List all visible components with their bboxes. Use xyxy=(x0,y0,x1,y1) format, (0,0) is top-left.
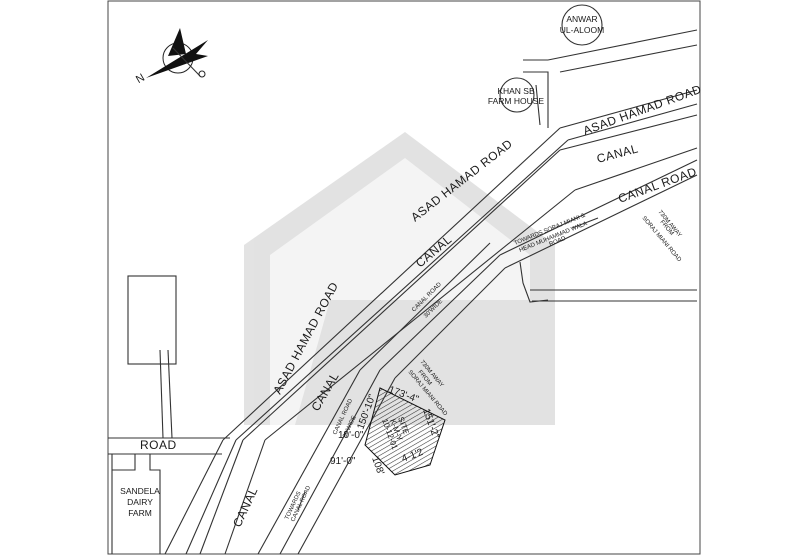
dim-left-b: 91'-0" xyxy=(330,456,356,467)
north-label: N xyxy=(134,72,147,86)
plot-outline xyxy=(127,275,177,365)
khan-marker xyxy=(499,77,535,113)
sandela-label-1: SANDELA xyxy=(120,486,160,496)
sandela-label-2: DAIRY xyxy=(127,497,153,507)
right-side-road xyxy=(519,261,697,303)
north-access-road xyxy=(523,29,698,128)
canal-road-label-top: CANAL ROAD xyxy=(616,164,698,205)
anwar-label-1: ANWAR xyxy=(566,14,597,24)
canal-band xyxy=(199,114,698,555)
anwar-label-2: UL-ALOOM xyxy=(560,25,604,35)
canal-road-band xyxy=(257,159,698,555)
asad-hamad-road xyxy=(164,89,698,555)
canal-label-bottom: CANAL xyxy=(230,485,261,529)
khan-label-2: FARM HOUSE xyxy=(488,96,545,106)
map-border xyxy=(107,0,701,555)
dim-left-a: 10'-0" xyxy=(338,430,364,441)
canal-label-top: CANAL xyxy=(595,141,640,166)
khan-label-1: KHAN SB xyxy=(497,86,535,96)
left-road xyxy=(108,349,230,554)
towards-canal-arrow xyxy=(297,491,306,511)
road-label-left: ROAD xyxy=(140,438,177,452)
site-plot xyxy=(364,387,446,476)
towards-sorai-arrow xyxy=(571,217,599,229)
north-arrow-icon xyxy=(146,28,208,78)
sandela-label-3: FARM xyxy=(128,508,152,518)
anwar-marker xyxy=(561,4,603,46)
